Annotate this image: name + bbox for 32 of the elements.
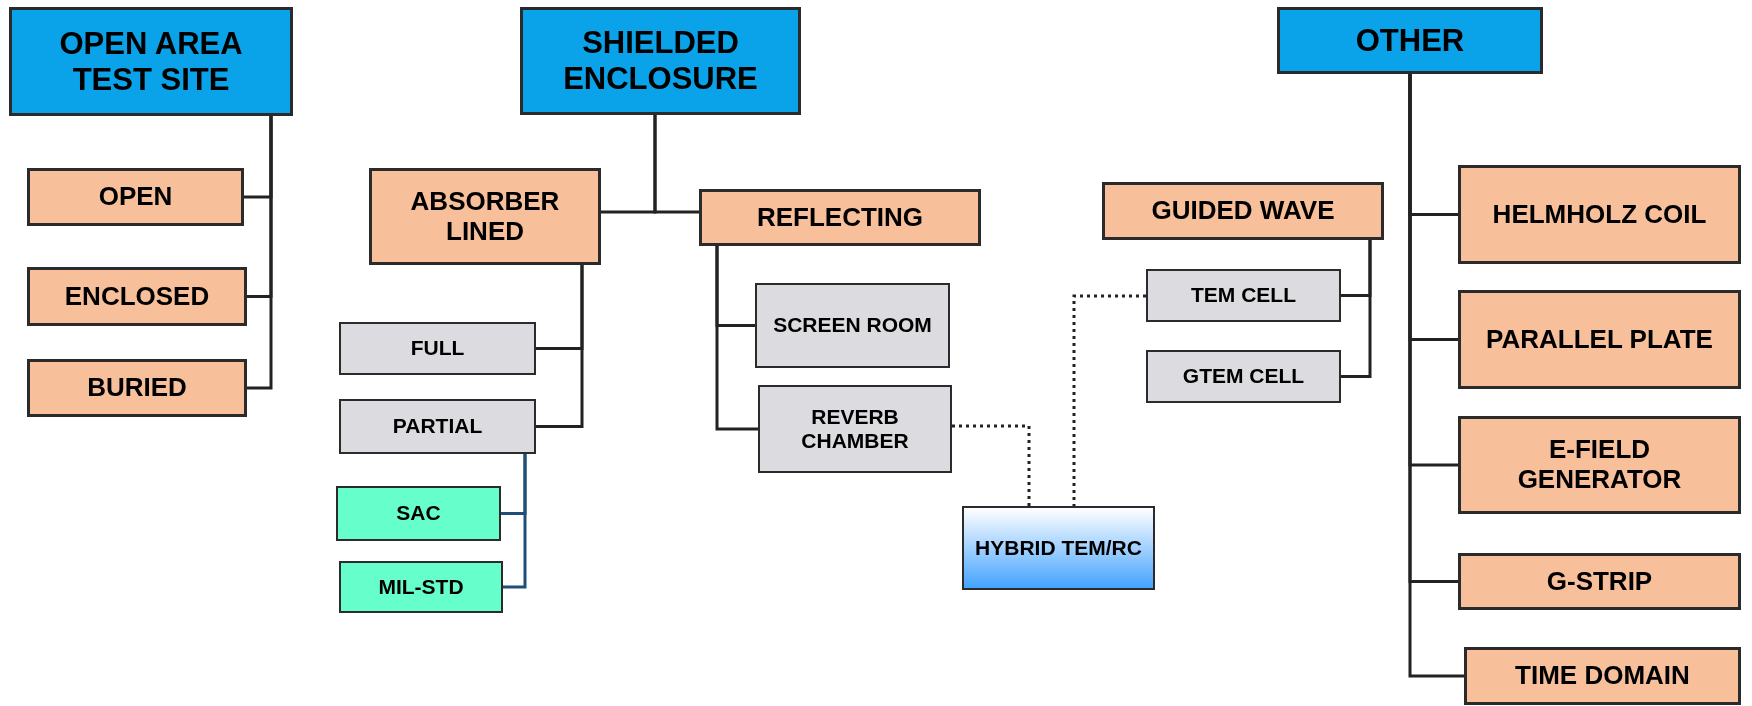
category-box: TIME DOMAIN xyxy=(1464,647,1741,705)
connector-line xyxy=(536,265,584,428)
connector-line xyxy=(1341,240,1372,378)
dotted-connector xyxy=(952,424,1031,506)
connector-line xyxy=(653,115,699,214)
subcategory-box: GTEM CELL xyxy=(1146,350,1341,403)
category-box: PARALLEL PLATE xyxy=(1458,290,1741,389)
category-box: ENCLOSED xyxy=(27,267,247,326)
subcategory-box: PARTIAL xyxy=(339,399,536,454)
subcategory-box: HYBRID TEM/RC xyxy=(962,506,1155,590)
subcategory-box: MIL-STD xyxy=(339,561,503,613)
category-box: E-FIELD GENERATOR xyxy=(1458,416,1741,514)
category-box: BURIED xyxy=(27,359,247,417)
connector-line xyxy=(1408,74,1464,678)
category-box: SHIELDED ENCLOSURE xyxy=(520,7,801,115)
subcategory-box: SCREEN ROOM xyxy=(755,283,950,368)
category-box: OPEN AREA TEST SITE xyxy=(9,7,293,116)
category-box: GUIDED WAVE xyxy=(1102,182,1384,240)
dotted-connector xyxy=(1072,294,1146,506)
category-box: OTHER xyxy=(1277,7,1543,74)
subcategory-box: TEM CELL xyxy=(1146,269,1341,322)
subcategory-box: FULL xyxy=(339,322,536,375)
category-box: REFLECTING xyxy=(699,189,981,246)
subcategory-box: SAC xyxy=(336,486,501,541)
connector-line xyxy=(503,454,527,589)
connector-line xyxy=(247,116,273,390)
connector-line xyxy=(715,246,758,431)
category-box: OPEN xyxy=(27,168,244,226)
category-box: HELMHOLZ COIL xyxy=(1458,165,1741,264)
subcategory-box: REVERB CHAMBER xyxy=(758,385,952,473)
category-box: G-STRIP xyxy=(1458,553,1741,610)
category-box: ABSORBER LINED xyxy=(369,168,601,265)
